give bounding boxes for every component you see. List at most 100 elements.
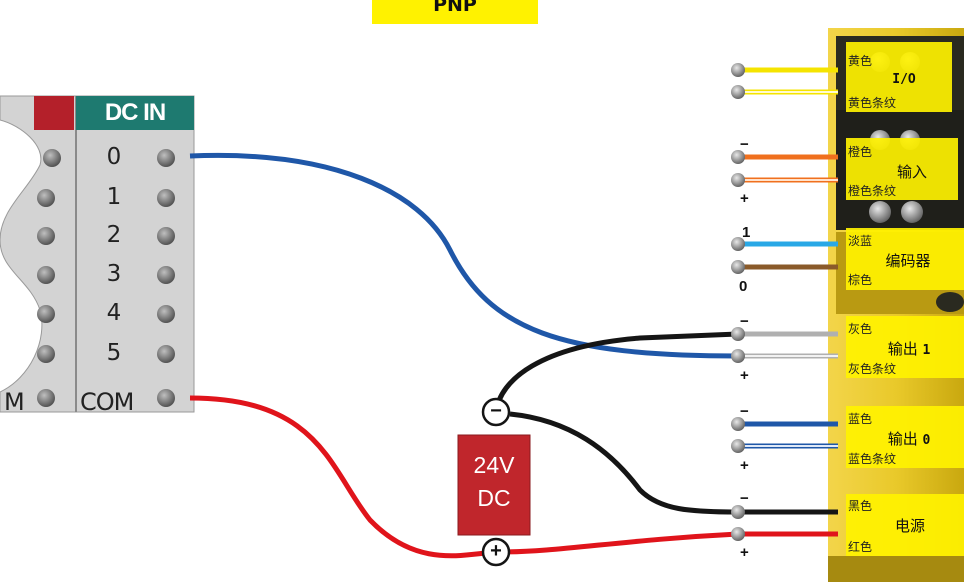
terminal-label-5: 5 [106,340,122,366]
group-label-output0: 输出 0 [874,428,944,449]
color-label-black: 黑色 [848,499,873,513]
group-label-input: 输入 [896,163,927,181]
screw-icon [157,389,175,407]
encoder-zero-mark: 0 [739,278,748,295]
group-label-output0-text: 输出 [887,430,918,448]
pin-icon [731,237,745,251]
screw-icon [157,227,175,245]
power-minus-mark: − [740,490,749,507]
color-label-red: 红色 [848,540,873,554]
diagram-title: PNP [372,0,538,24]
psu-plus-terminal [481,537,511,567]
psu-minus-symbol: − [490,400,502,422]
connector-pin-icon [869,201,891,223]
device-bottom-bar [828,556,964,582]
group-label-encoder: 编码器 [885,252,931,270]
output1-plus-mark: + [740,367,749,384]
color-label-blue-stripe: 蓝色条纹 [848,452,897,466]
terminal-label-com: COM [80,388,134,416]
terminal-label-2: 2 [106,222,122,248]
wire-red-com [189,395,739,559]
terminal-label-1: 1 [106,184,122,210]
pin-icon [731,349,745,363]
pin-icon [731,505,745,519]
color-label-orange-stripe: 橙色条纹 [848,184,897,198]
wire-blue-input0 [189,152,739,359]
group-label-output1-text: 输出 [887,340,918,358]
group-label-power: 电源 [894,517,925,535]
pin-icon [731,85,745,99]
input-plus-mark: + [740,190,749,207]
psu-type: DC [477,485,511,511]
terminal-block [0,95,195,413]
screw-icon [37,266,55,284]
device-hole [936,292,964,312]
color-label-gray-stripe: 灰色条纹 [848,362,897,376]
label-box-encoder [846,228,964,290]
pin-icon [731,173,745,187]
pin-icon [731,417,745,431]
input-minus-mark: − [740,136,749,153]
wire-stubs [740,67,838,537]
screw-icon [37,227,55,245]
screw-icon [157,149,175,167]
color-label-brown: 棕色 [848,273,873,287]
label-box-input [846,138,958,200]
color-label-light-blue: 淡蓝 [848,234,873,248]
group-label-output0-num: 0 [922,433,931,448]
psu-minus-terminal [481,397,511,427]
terminal-block-red-tab [34,96,74,130]
terminal-label-3: 3 [106,261,122,287]
label-box-io [846,42,952,112]
psu-plus-symbol: + [490,540,502,562]
output0-plus-mark: + [740,457,749,474]
pin-icon [731,150,745,164]
terminal-screws-left [37,149,61,407]
color-label-yellow-stripe: 黄色条纹 [848,96,897,110]
group-label-io: I/O [892,72,916,87]
terminal-label-partial: M [4,388,25,416]
pin-icon [731,527,745,541]
color-label-gray: 灰色 [848,322,873,336]
power-plus-mark: + [740,544,749,561]
output0-minus-mark: − [740,403,749,420]
screw-icon [157,305,175,323]
connector-pin-icon [901,201,923,223]
terminal-block-body [0,95,195,413]
screw-icon [37,189,55,207]
screw-icon [37,389,55,407]
screw-icon [43,149,61,167]
screw-icon [157,345,175,363]
label-box-power [846,494,964,556]
pin-icon [731,260,745,274]
encoder-one-mark: 1 [742,224,751,241]
screw-icon [37,345,55,363]
terminal-block-title: DC IN [76,96,194,130]
color-label-orange: 橙色 [848,145,873,159]
terminal-label-0: 0 [106,144,122,170]
color-label-blue: 蓝色 [848,412,873,426]
group-label-output1-num: 1 [922,343,931,358]
screw-icon [37,305,55,323]
terminal-screws-right [157,149,175,407]
psu-label: 24V DC [458,435,530,535]
wire-black-to-power [509,411,739,515]
pin-icon [731,327,745,341]
screw-icon [157,189,175,207]
wire-black-to-output1 [493,331,739,413]
pin-icon [731,439,745,453]
screw-icon [157,266,175,284]
label-box-output1 [846,316,964,378]
group-label-output1: 输出 1 [874,338,944,359]
wire-end-pins [731,63,745,541]
color-label-yellow: 黄色 [848,54,873,68]
label-box-output0 [846,406,964,468]
pin-icon [731,63,745,77]
label-boxes [846,42,964,556]
power-supply [457,397,531,567]
psu-box [457,434,531,536]
terminal-label-4: 4 [106,300,122,326]
output1-minus-mark: − [740,313,749,330]
